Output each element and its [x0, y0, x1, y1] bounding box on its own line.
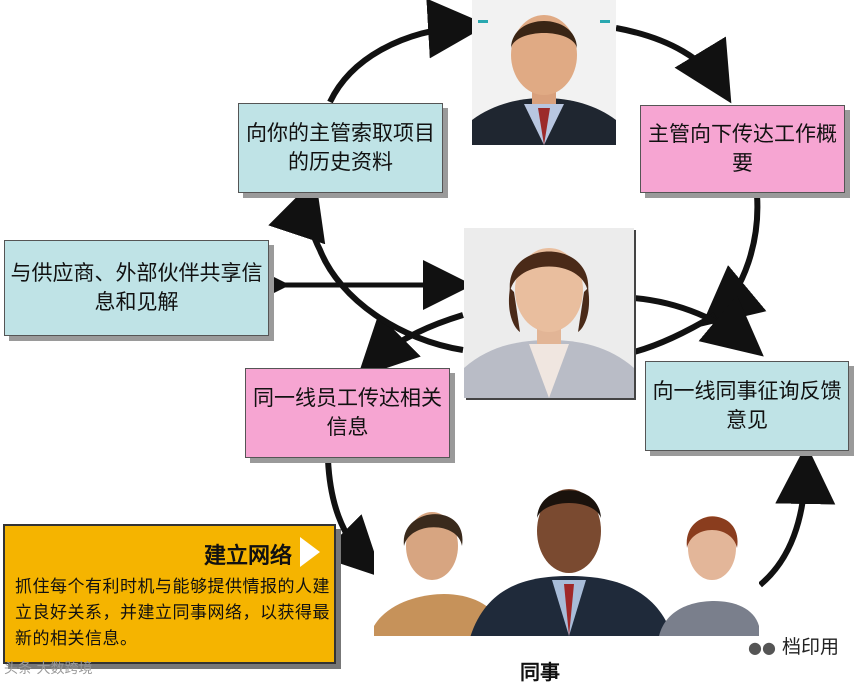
- arrow-to-top-right-box: [616, 28, 722, 88]
- box-share-suppliers-text: 与供应商、外部伙伴共享信息和见解: [9, 259, 264, 317]
- watermark-left: 头条 大数跨境: [4, 658, 92, 678]
- box-inform-frontline: 同一线员工传达相关信息: [245, 368, 450, 458]
- box-inform-frontline-text: 同一线员工传达相关信息: [250, 384, 445, 442]
- box-seek-feedback: 向一线同事征询反馈意见: [645, 361, 849, 451]
- note-title: 建立网络: [204, 538, 292, 570]
- note-body: 抓住每个有利时机与能够提供情报的人建立良好关系，并建立同事网络，以获得最新的相关…: [15, 574, 333, 652]
- note-build-network: 建立网络 抓住每个有利时机与能够提供情报的人建立良好关系，并建立同事网络，以获得…: [3, 524, 336, 664]
- manager-photo: [472, 0, 616, 145]
- box-manager-outline: 主管向下传达工作概要: [640, 105, 845, 193]
- colleagues-photo: [374, 476, 759, 683]
- box-share-suppliers: 与供应商、外部伙伴共享信息和见解: [4, 240, 269, 336]
- arrow-arc-left: [308, 195, 463, 350]
- arrow-to-manager: [330, 26, 470, 102]
- self-photo: [464, 228, 634, 398]
- wechat-icon: ●●: [748, 638, 776, 657]
- arrow-to-low-right-box: [760, 462, 806, 585]
- box-request-history: 向你的主管索取项目的历史资料: [238, 103, 443, 193]
- watermark-right: ●● 档印用: [748, 632, 839, 659]
- arrow-arc-right: [634, 298, 750, 345]
- box-seek-feedback-text: 向一线同事征询反馈意见: [650, 377, 844, 435]
- watermark-right-text: 档印用: [782, 636, 839, 658]
- box-manager-outline-text: 主管向下传达工作概要: [645, 120, 840, 178]
- note-triangle-icon: [300, 537, 320, 567]
- arrow-to-self: [634, 315, 715, 352]
- box-request-history-text: 向你的主管索取项目的历史资料: [243, 119, 438, 177]
- colleagues-label: 同事: [520, 656, 560, 685]
- arrow-top-right-down: [715, 195, 757, 315]
